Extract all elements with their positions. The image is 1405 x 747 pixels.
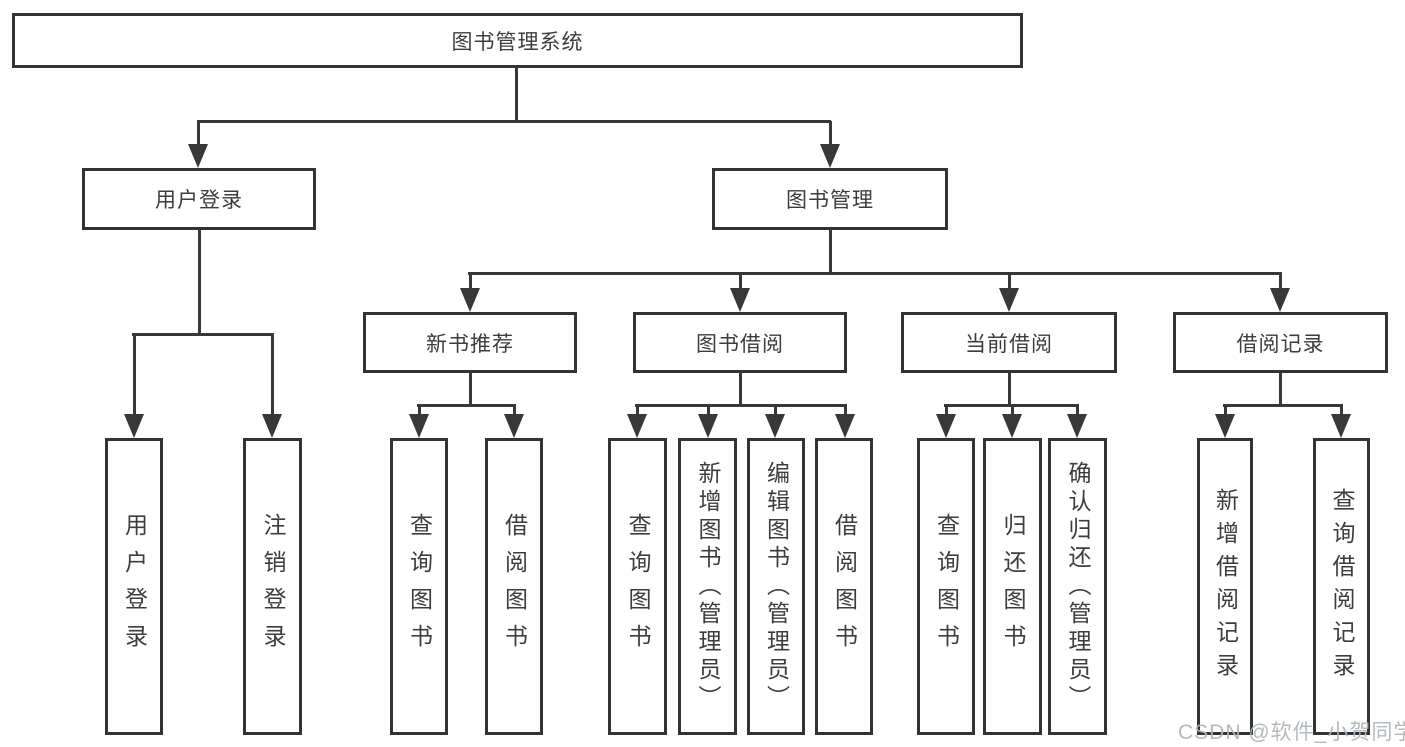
connector-line	[1279, 274, 1282, 289]
node-label: 借阅记录	[1236, 332, 1325, 356]
node-label: 查询图书	[625, 512, 651, 661]
connector-line	[513, 406, 516, 416]
arrow-down-icon	[1215, 414, 1235, 438]
arrow-down-icon	[1270, 288, 1290, 312]
connector-line	[197, 120, 831, 123]
leaf-query-books-borrow: 查询图书	[608, 438, 667, 735]
node-current-borrow: 当前借阅	[901, 312, 1117, 373]
connector-line	[197, 121, 200, 146]
leaf-logout: 注销登录	[243, 438, 302, 735]
node-label: 图书管理	[786, 189, 874, 212]
arrow-down-icon	[460, 288, 480, 312]
connector-line	[271, 335, 274, 415]
leaf-borrow-books: 借阅图书	[815, 438, 873, 735]
connector-line	[844, 406, 847, 416]
node-label: 借阅图书	[501, 512, 528, 661]
leaf-query-books-recommend: 查询图书	[390, 438, 448, 735]
arrow-down-icon	[504, 414, 524, 438]
arrow-down-icon	[730, 288, 750, 312]
node-new-book-recommend: 新书推荐	[363, 312, 577, 373]
connector-line	[469, 274, 472, 289]
connector-line	[829, 229, 832, 274]
node-label: 注销登录	[260, 512, 286, 661]
connector-line	[829, 121, 832, 146]
arrow-down-icon	[1002, 414, 1022, 438]
leaf-borrow-books-recommend: 借阅图书	[485, 438, 543, 735]
arrow-down-icon	[835, 414, 855, 438]
connector-line	[636, 406, 639, 416]
connector-line	[1224, 406, 1227, 416]
connector-line	[198, 229, 201, 336]
node-user-login: 用户登录	[82, 168, 316, 230]
connector-line	[468, 272, 1282, 275]
node-book-borrow: 图书借阅	[633, 312, 847, 373]
arrow-down-icon	[627, 414, 647, 438]
connector-line	[945, 406, 948, 416]
leaf-add-book-admin: 新增图书（管理员）	[678, 438, 737, 735]
arrow-down-icon	[409, 414, 429, 438]
node-label: 新增图书（管理员）	[695, 460, 721, 713]
node-label: 当前借阅	[965, 332, 1053, 356]
connector-line	[707, 406, 710, 416]
connector-line	[417, 404, 516, 407]
csdn-watermark: CSDN @软件_小贺同学	[1178, 721, 1405, 744]
leaf-query-books-current: 查询图书	[917, 438, 975, 735]
node-label: 编辑图书（管理员）	[763, 460, 790, 713]
connector-line	[1279, 372, 1282, 407]
connector-line	[774, 406, 777, 416]
arrow-down-icon	[262, 414, 282, 438]
connector-line	[515, 67, 518, 122]
node-label: 用户登录	[121, 512, 148, 661]
node-label: 图书管理系统	[451, 30, 584, 54]
connector-line	[1008, 274, 1011, 289]
leaf-return-books: 归还图书	[983, 438, 1042, 735]
node-label: 查询图书	[406, 512, 433, 661]
node-label: 确认归还（管理员）	[1065, 460, 1091, 713]
node-label: 图书借阅	[696, 332, 784, 356]
arrow-down-icon	[698, 414, 718, 438]
arrow-down-icon	[999, 288, 1019, 312]
node-label: 新增借阅记录	[1212, 487, 1239, 686]
connector-line	[635, 404, 847, 407]
connector-line	[1076, 406, 1079, 416]
node-label: 查询借阅记录	[1329, 487, 1355, 686]
connector-line	[739, 274, 742, 289]
arrow-down-icon	[765, 414, 785, 438]
connector-line	[944, 404, 1079, 407]
connector-line	[469, 372, 472, 407]
arrow-down-icon	[820, 144, 840, 168]
connector-line	[739, 372, 742, 407]
node-book-management: 图书管理	[712, 168, 948, 230]
arrow-down-icon	[936, 414, 956, 438]
node-root-library-system: 图书管理系统	[12, 13, 1023, 68]
leaf-add-borrow-record: 新增借阅记录	[1197, 438, 1253, 735]
connector-line	[418, 406, 421, 416]
connector-line	[1223, 404, 1343, 407]
node-label: 借阅图书	[831, 512, 858, 661]
node-label: 新书推荐	[426, 332, 514, 356]
arrow-down-icon	[188, 144, 208, 168]
node-label: 归还图书	[1000, 512, 1026, 661]
leaf-edit-book-admin: 编辑图书（管理员）	[747, 438, 805, 735]
arrow-down-icon	[1067, 414, 1087, 438]
arrow-down-icon	[1331, 414, 1351, 438]
node-borrow-record: 借阅记录	[1173, 312, 1388, 373]
connector-line	[1008, 372, 1011, 407]
connector-line	[1340, 406, 1343, 416]
leaf-user-login: 用户登录	[105, 438, 163, 735]
arrow-down-icon	[124, 414, 144, 438]
node-label: 用户登录	[155, 189, 243, 212]
node-label: 查询图书	[933, 512, 960, 661]
connector-line	[133, 335, 136, 415]
leaf-query-borrow-record: 查询借阅记录	[1313, 438, 1370, 735]
connector-line	[132, 333, 274, 336]
connector-line	[1011, 406, 1014, 416]
leaf-confirm-return-admin: 确认归还（管理员）	[1048, 438, 1107, 735]
